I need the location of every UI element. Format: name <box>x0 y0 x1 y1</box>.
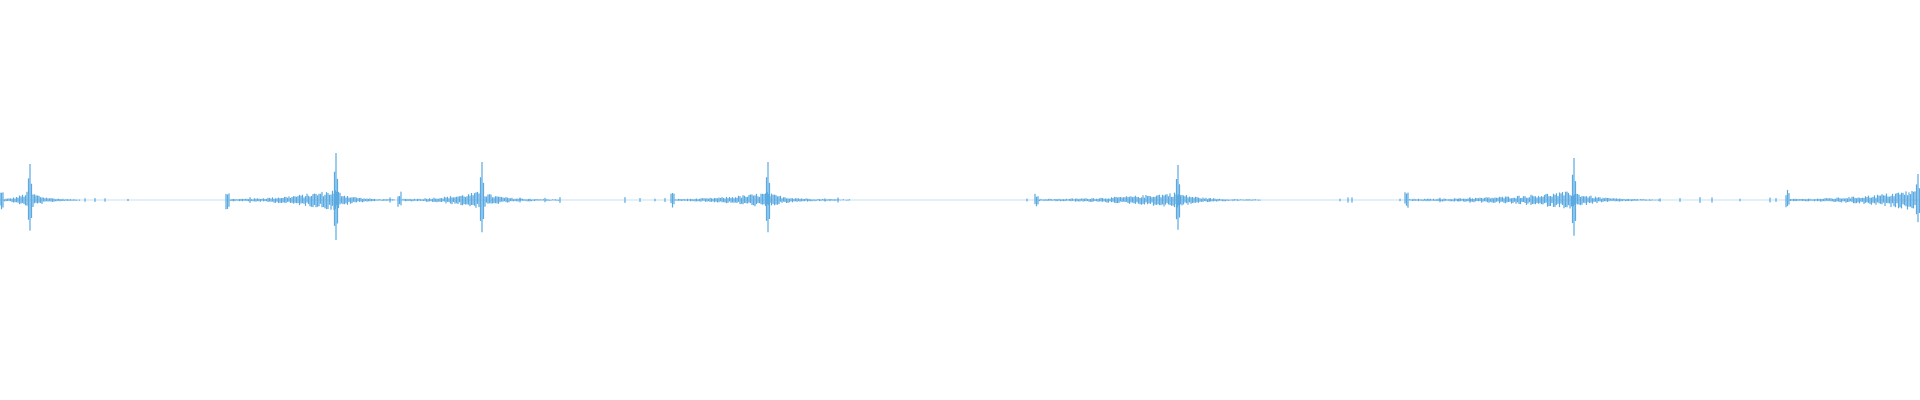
waveform-burst <box>1404 158 1661 236</box>
waveform-burst <box>1785 174 1920 223</box>
waveform-burst <box>225 153 395 240</box>
waveform-burst <box>1034 165 1261 230</box>
waveform-burst <box>670 162 851 233</box>
waveform-burst <box>397 162 561 233</box>
waveform-bursts <box>0 153 1920 240</box>
waveform-burst <box>0 164 81 231</box>
